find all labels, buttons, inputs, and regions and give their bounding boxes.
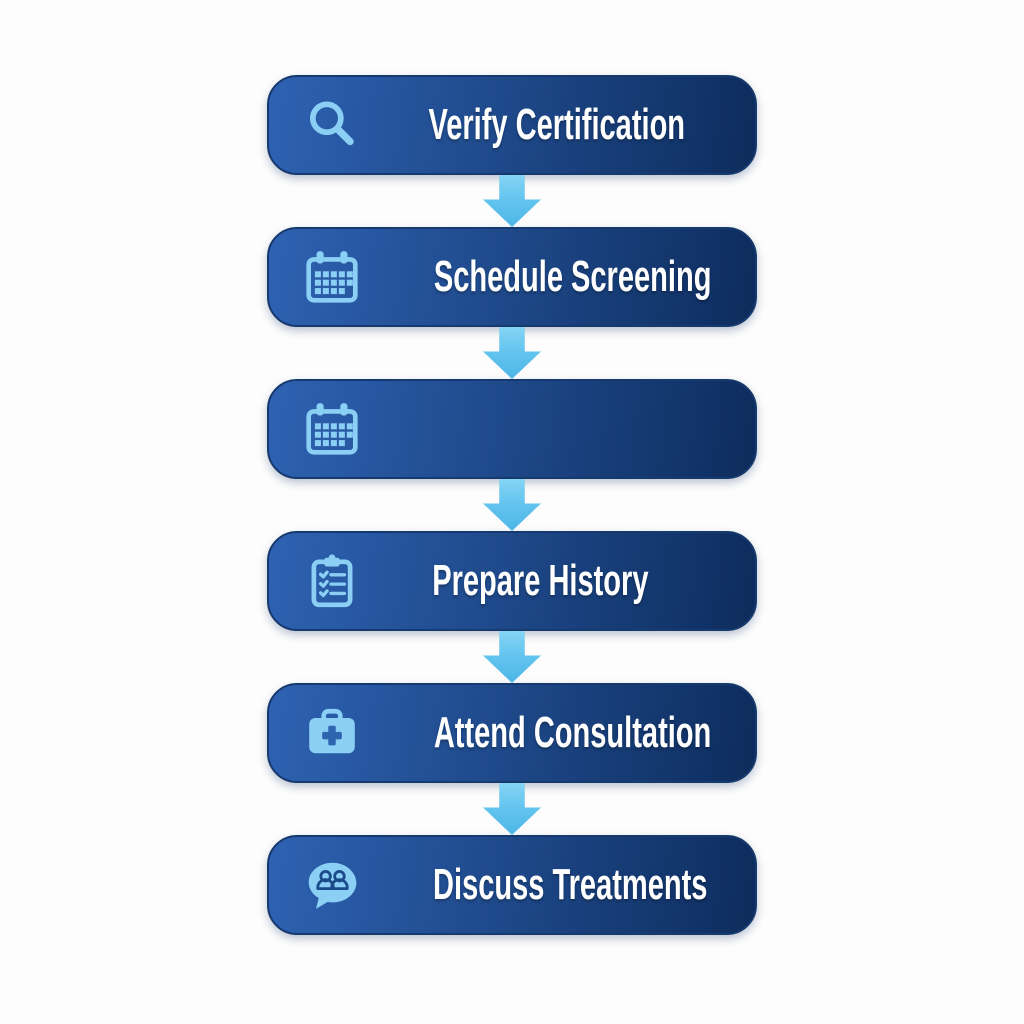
step-label: Attend Consultation [433,708,712,757]
two-people-glyph [316,870,349,891]
chat-people-icon [303,856,361,914]
down-arrow-icon [483,175,541,227]
step-unlabeled-calendar [267,379,757,479]
step-discuss-treatments: Discuss Treatments [267,835,757,935]
step-verify-certification: Verify Certification [267,75,757,175]
step-label: Schedule Screening [433,252,712,301]
medical-bag-icon [303,704,361,762]
calendar-grid [314,423,353,447]
down-arrow-icon [483,631,541,683]
flowchart: Verify Certification Schedule Screening [267,75,757,935]
down-arrow-icon [483,783,541,835]
step-schedule-screening: Schedule Screening [267,227,757,327]
plus-glyph [322,725,342,746]
step-label: Discuss Treatments [433,860,708,909]
checklist-rows [318,570,347,598]
down-arrow-icon [483,327,541,379]
step-prepare-history: Prepare History [267,531,757,631]
clipboard-checklist-icon [303,552,361,610]
step-label: Verify Certification [428,100,686,149]
calendar-icon [303,248,361,306]
step-label: Prepare History [432,556,649,605]
down-arrow-icon [483,479,541,531]
calendar-icon [303,400,361,458]
calendar-grid [314,271,353,295]
step-attend-consultation: Attend Consultation [267,683,757,783]
search-icon [303,96,361,154]
